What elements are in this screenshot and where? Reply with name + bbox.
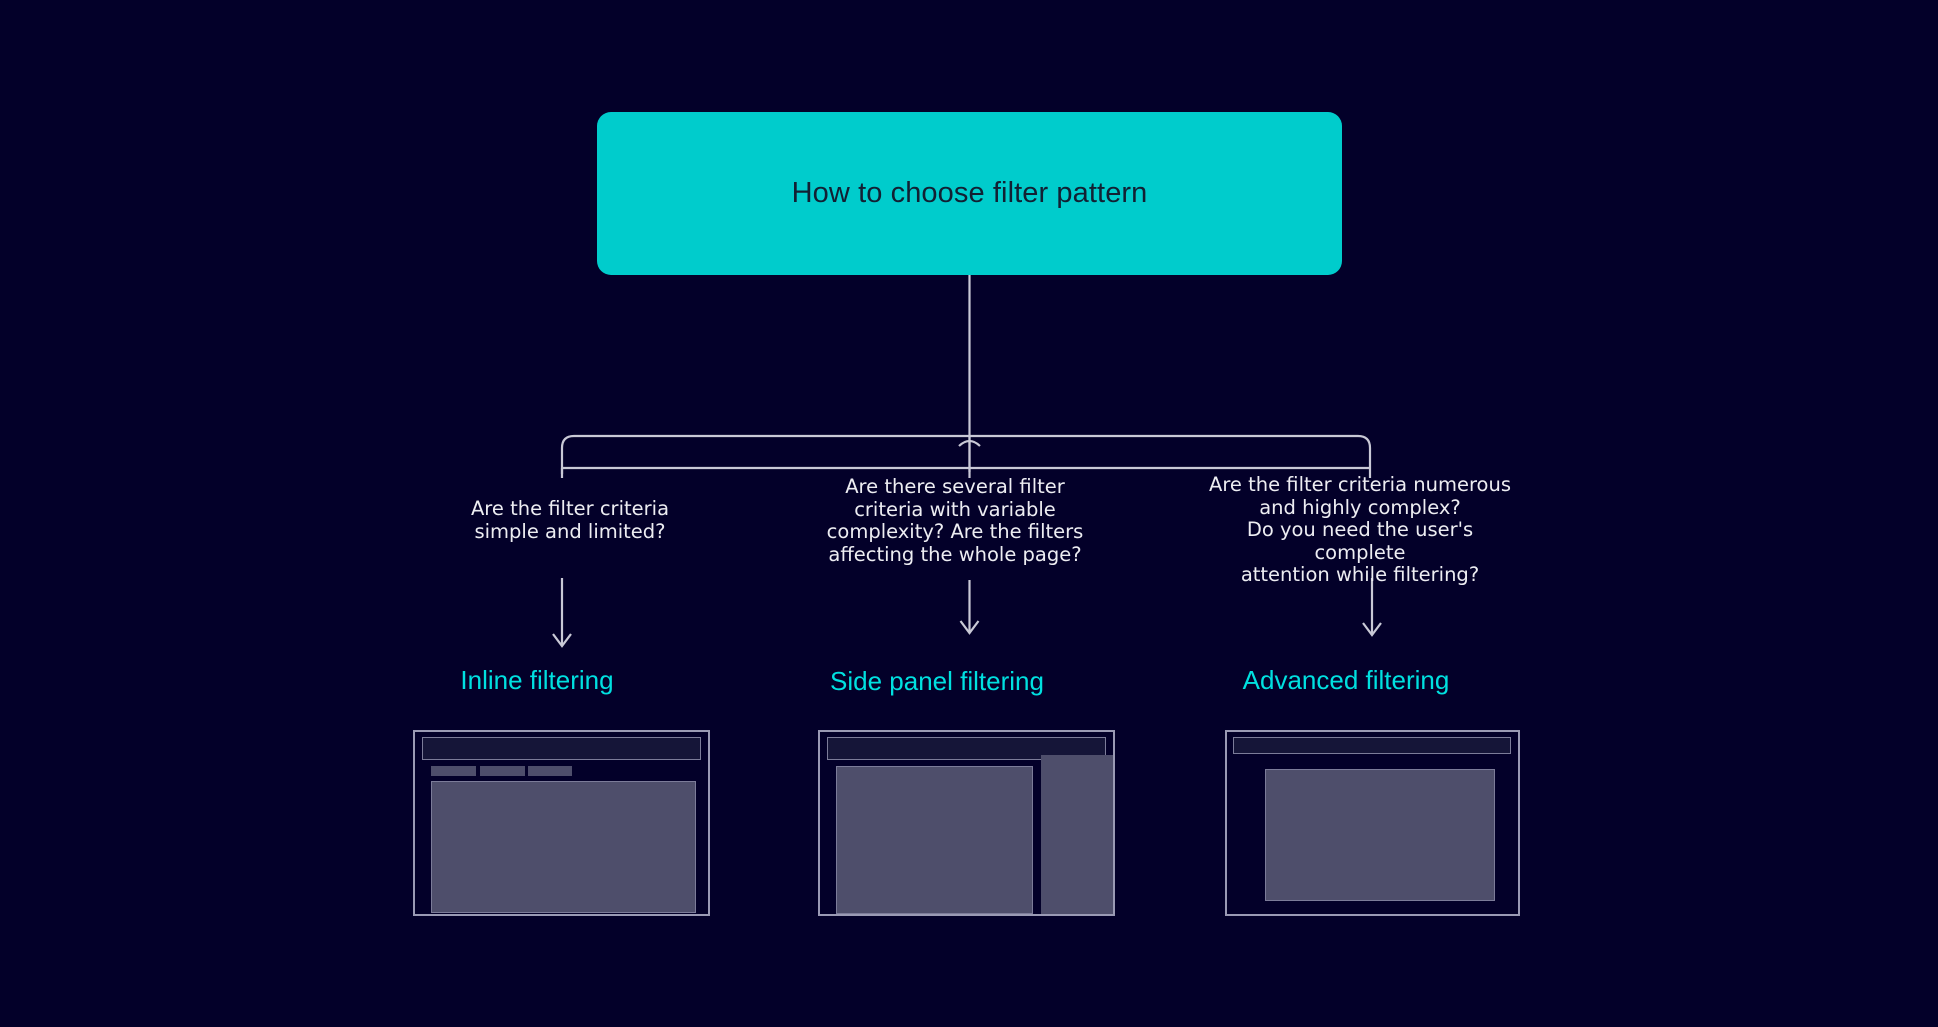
- trunk-junction: [958, 439, 981, 447]
- mockup-inner: [820, 732, 1113, 914]
- edge-to-advanced: [1357, 434, 1372, 478]
- branch-question-side-panel: Are there several filter criteria with v…: [826, 475, 1084, 566]
- mockup-filter-chip: [528, 766, 572, 776]
- mockup-header-bar: [422, 737, 701, 760]
- mockup-modal-overlay: [1265, 769, 1495, 901]
- inline-filtering-mockup: [413, 730, 710, 916]
- mockup-inner: [1227, 732, 1518, 914]
- mockup-filter-chip: [431, 766, 476, 776]
- mockup-header-bar: [827, 737, 1106, 760]
- outcome-label-advanced-filtering[interactable]: Advanced filtering: [1242, 665, 1450, 695]
- mockup-header-bar: [1233, 737, 1511, 754]
- arrow-head-side-panel: [959, 620, 980, 635]
- root-node[interactable]: How to choose filter pattern: [597, 112, 1342, 275]
- mockup-side-panel: [1041, 755, 1113, 914]
- branch-question-inline: Are the filter criteria simple and limit…: [470, 497, 670, 543]
- edge-to-inline: [560, 434, 575, 478]
- outcome-label-side-panel-filtering[interactable]: Side panel filtering: [830, 666, 1044, 696]
- mockup-content-area: [431, 781, 696, 913]
- mockup-content-area: [836, 766, 1033, 914]
- branch-question-advanced: Are the filter criteria numerous and hig…: [1208, 473, 1511, 586]
- mockup-inner: [415, 732, 708, 914]
- advanced-filtering-mockup: [1225, 730, 1520, 916]
- arrow-head-inline: [552, 633, 572, 648]
- side-panel-filtering-mockup: [818, 730, 1115, 916]
- root-node-label: How to choose filter pattern: [791, 177, 1148, 209]
- outcome-label-inline-filtering[interactable]: Inline filtering: [460, 665, 614, 695]
- arrow-head-advanced: [1362, 622, 1382, 637]
- mockup-filter-chip: [480, 766, 525, 776]
